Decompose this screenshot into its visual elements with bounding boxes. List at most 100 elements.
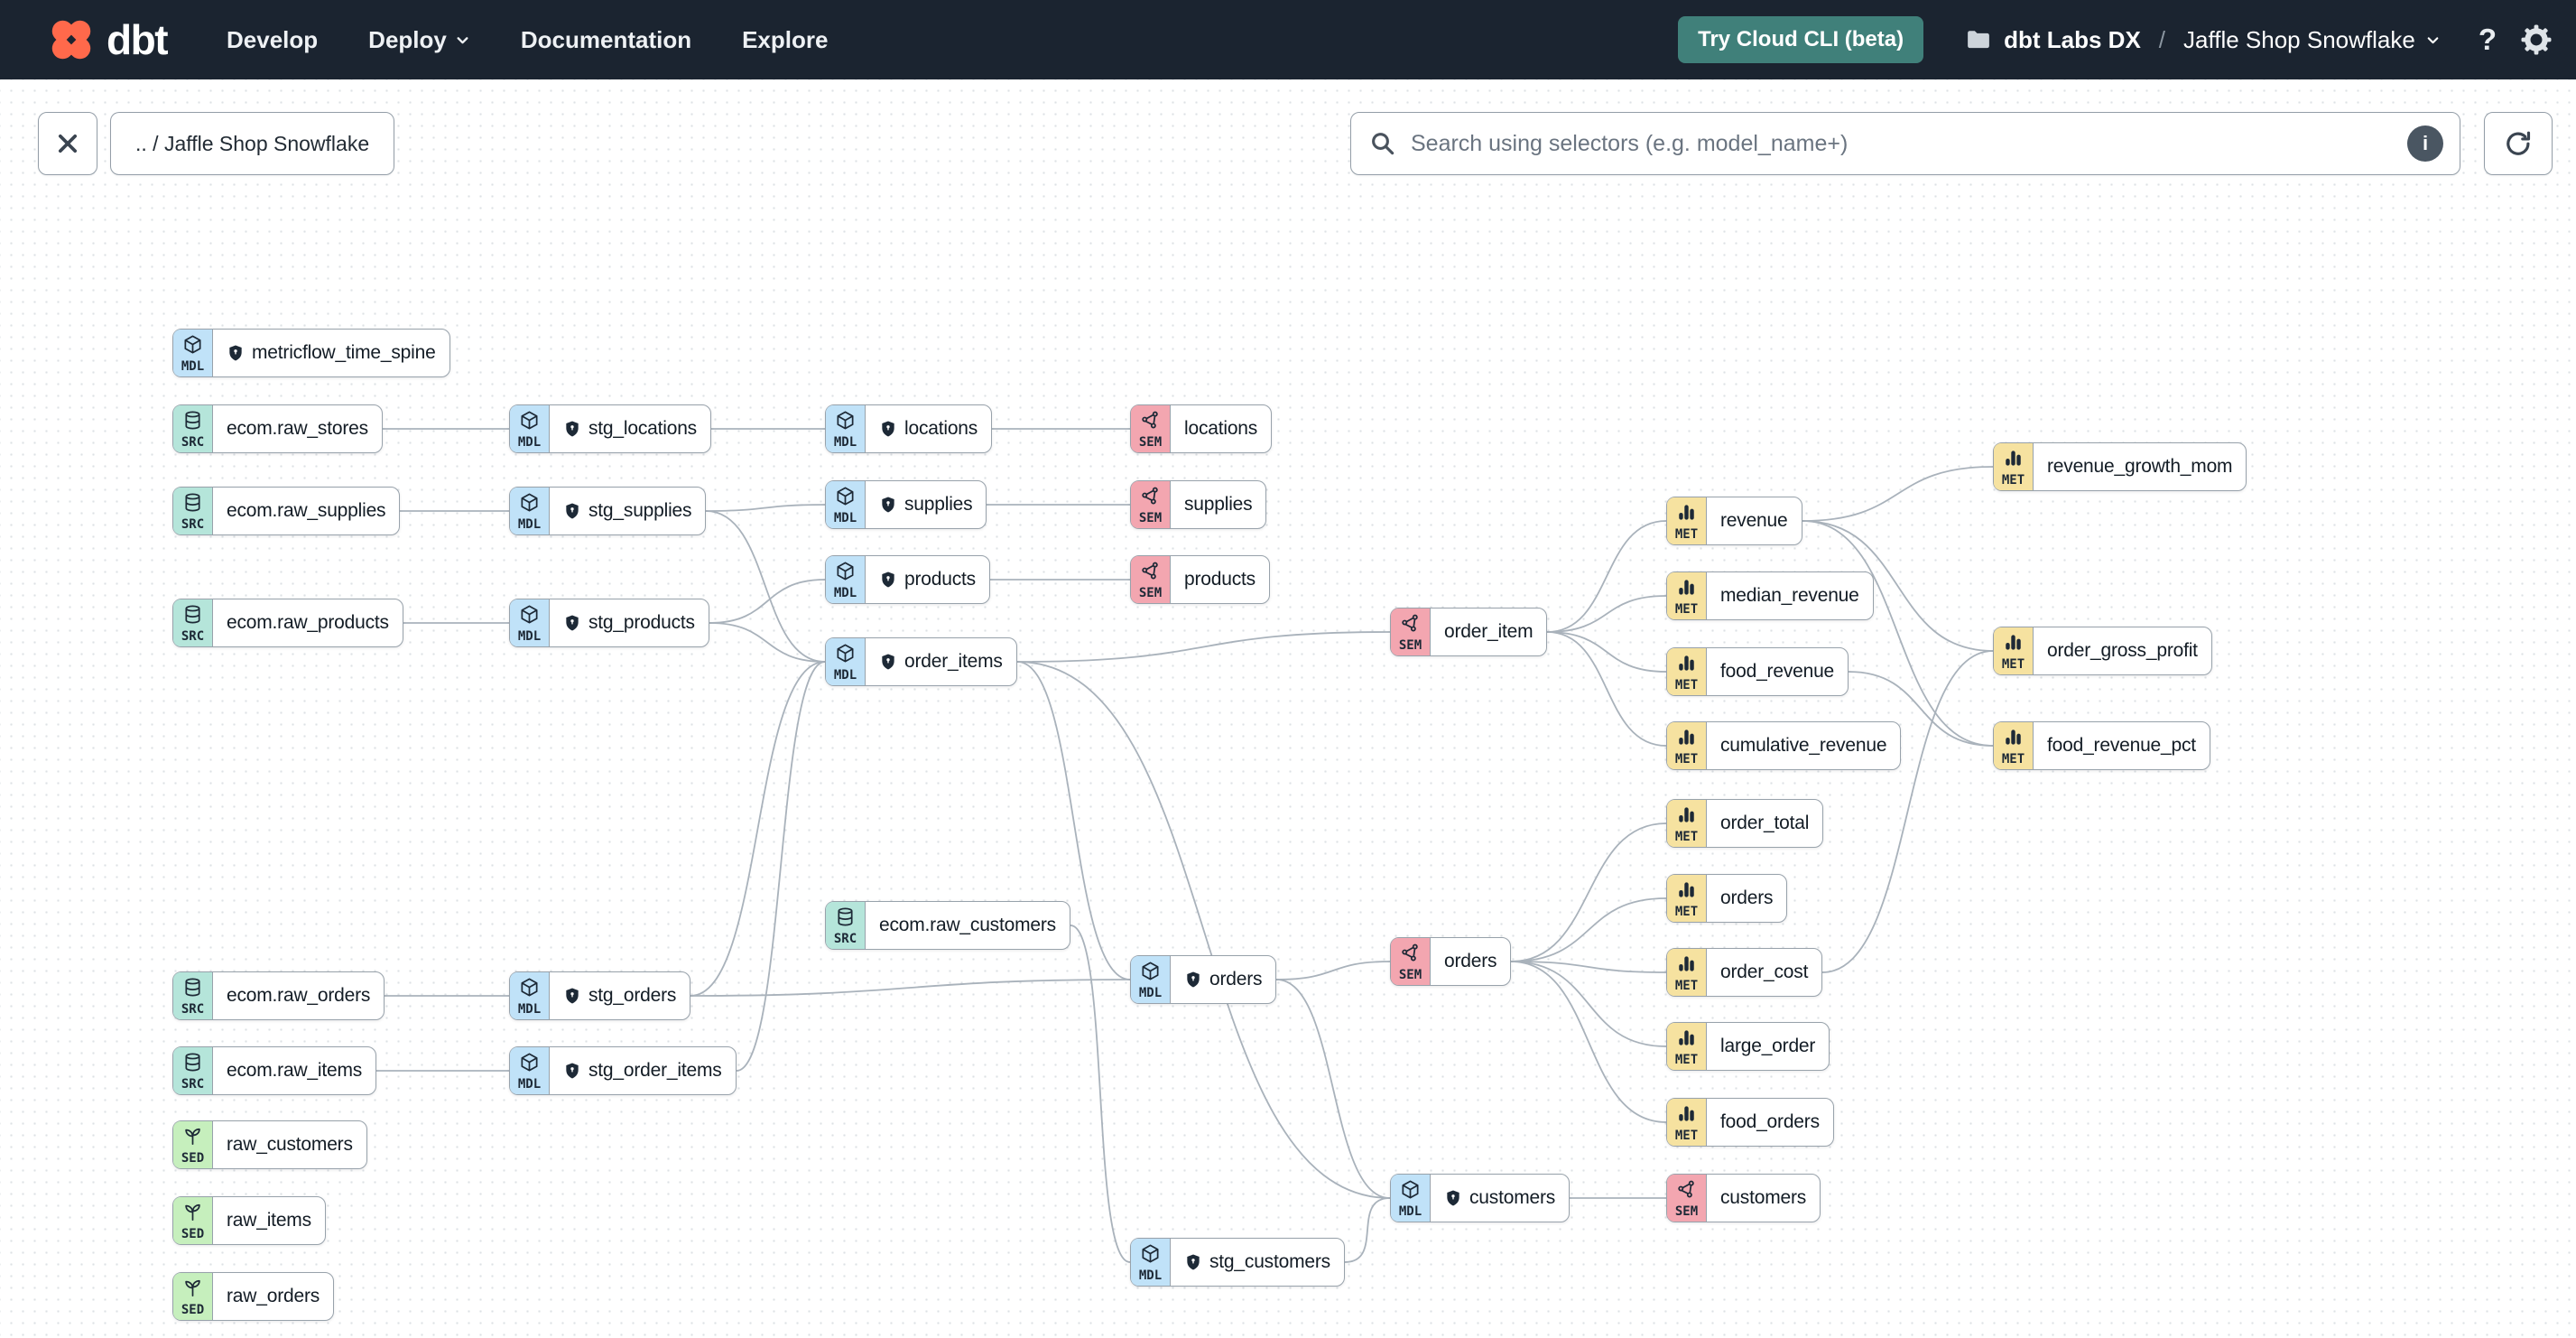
graph-node-met_order_gross_profit[interactable]: MET order_gross_profit <box>1993 627 2212 675</box>
help-button[interactable]: ? <box>2478 23 2497 56</box>
settings-gear-button[interactable] <box>2520 23 2553 56</box>
semantic-model-icon <box>1140 561 1161 586</box>
node-type-badge: SRC <box>173 972 213 1019</box>
node-type-badge: MET <box>1667 722 1707 769</box>
node-label: ecom.raw_supplies <box>227 500 386 521</box>
nav-item-documentation[interactable]: Documentation <box>520 25 692 53</box>
nav-item-explore[interactable]: Explore <box>742 25 829 53</box>
lineage-edge-src_raw_customers-to-stg_customers <box>1070 925 1131 1263</box>
metric-icon <box>1676 727 1697 752</box>
cube-icon <box>1140 961 1161 986</box>
node-type-label: SRC <box>181 434 205 450</box>
node-type-badge: SRC <box>826 902 866 949</box>
node-type-label: SEM <box>1138 585 1163 600</box>
graph-node-src_raw_products[interactable]: SRC ecom.raw_products <box>172 599 403 647</box>
node-label: ecom.raw_customers <box>879 915 1056 935</box>
account-switcher[interactable]: dbt Labs DX <box>1965 26 2141 54</box>
shield-icon <box>563 420 581 438</box>
node-type-badge: MET <box>1994 722 2034 769</box>
close-lineage-button[interactable] <box>38 112 97 175</box>
semantic-model-icon <box>1400 613 1421 638</box>
shield-icon <box>1184 971 1202 989</box>
shield-icon <box>563 502 581 520</box>
node-type-badge: MET <box>1667 875 1707 922</box>
node-type-badge: MDL <box>1131 956 1171 1003</box>
node-type-label: MET <box>1674 751 1699 767</box>
nav-item-deploy[interactable]: Deploy <box>368 26 470 54</box>
lineage-edge-sem_orders-to-met_order_cost <box>1510 961 1667 973</box>
node-type-label: SED <box>181 1302 205 1317</box>
cube-icon <box>519 1052 540 1077</box>
info-icon[interactable]: i <box>2407 125 2443 162</box>
cube-icon <box>1400 1179 1421 1204</box>
graph-node-src_raw_customers[interactable]: SRC ecom.raw_customers <box>825 901 1070 950</box>
node-type-badge: MDL <box>510 1047 550 1094</box>
node-type-badge: MET <box>1994 627 2034 674</box>
project-switcher[interactable]: Jaffle Shop Snowflake <box>2183 26 2441 54</box>
lineage-edge-sem_orders-to-met_large_order <box>1510 961 1667 1047</box>
node-label: ecom.raw_orders <box>227 985 371 1006</box>
brand-wordmark: dbt <box>107 16 169 63</box>
node-type-label: SRC <box>181 628 205 644</box>
lineage-edge-stg_products-to-order_items <box>709 622 826 663</box>
gear-icon <box>2521 24 2552 55</box>
try-cloud-cli-button[interactable]: Try Cloud CLI (beta) <box>1678 16 1924 63</box>
node-label: order_gross_profit <box>2047 640 2198 661</box>
graph-node-met_food_revenue_pct[interactable]: MET food_revenue_pct <box>1993 721 2210 770</box>
seedling-icon <box>182 1202 203 1227</box>
node-type-badge: MET <box>1667 1099 1707 1146</box>
node-label: food_revenue_pct <box>2047 735 2196 756</box>
node-type-badge: SED <box>173 1273 213 1320</box>
breadcrumb[interactable]: .. / Jaffle Shop Snowflake <box>110 112 395 175</box>
node-label: stg_supplies <box>588 500 692 521</box>
node-type-badge: MDL <box>173 330 213 376</box>
shield-icon <box>879 420 897 438</box>
lineage-edge-sem_orders-to-met_food_orders <box>1510 961 1667 1123</box>
search-input[interactable] <box>1409 129 2395 158</box>
dbt-logo[interactable]: dbt <box>47 15 169 64</box>
lineage-edge-met_revenue-to-met_order_gross_profit <box>1802 520 1994 652</box>
node-label: ecom.raw_products <box>227 612 389 633</box>
lineage-edge-sem_orders-to-met_order_total <box>1510 822 1667 962</box>
nav-item-develop[interactable]: Develop <box>227 25 319 53</box>
refresh-button[interactable] <box>2484 112 2553 175</box>
graph-node-src_raw_orders[interactable]: SRC ecom.raw_orders <box>172 971 385 1020</box>
cube-icon <box>1140 1243 1161 1268</box>
